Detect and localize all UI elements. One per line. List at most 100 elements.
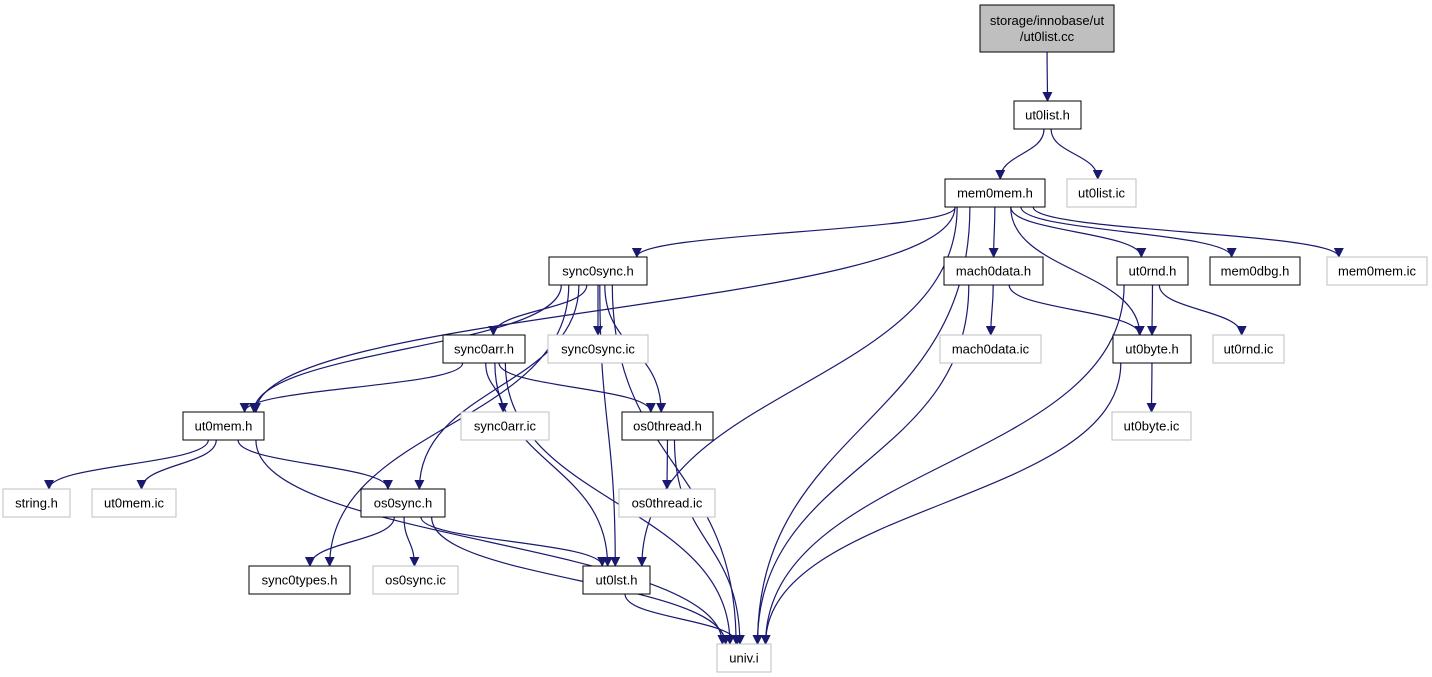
node-box (1013, 100, 1082, 130)
node-box (1326, 256, 1428, 286)
node-box (1066, 178, 1137, 208)
node-os0thread-h[interactable]: os0thread.h (621, 411, 714, 441)
node-label: ut0rnd.ic (1224, 342, 1274, 357)
node-mach0data-ic: mach0data.ic (939, 334, 1042, 364)
node-ut0lst-h[interactable]: ut0lst.h (582, 565, 651, 595)
node-mach0data-h[interactable]: mach0data.h (943, 256, 1044, 286)
node-string-h: string.h (2, 488, 71, 518)
edge-os0sync_h-to-os0sync_ic (403, 516, 420, 567)
edge-sync0sync_h-to-sync0arr_h (488, 284, 588, 336)
edge-ut0mem_h-to-os0sync_h (237, 439, 393, 490)
node-box (1212, 334, 1285, 364)
node-os0sync-ic: os0sync.ic (372, 565, 459, 595)
node-box (1112, 334, 1192, 364)
node-label: sync0sync.ic (561, 342, 635, 357)
node-box (547, 334, 649, 364)
node-box (944, 178, 1046, 208)
edge-mach0data_h-to-ut0byte_h (1008, 284, 1145, 336)
node-box (939, 334, 1042, 364)
node-label: os0sync.ic (385, 573, 446, 588)
node-label: mem0mem.ic (1338, 264, 1417, 279)
node-box (716, 643, 772, 673)
node-sync0arr-h[interactable]: sync0arr.h (442, 334, 526, 364)
edge-ut0lst_h-to-univ_i (624, 593, 743, 645)
node-box (943, 256, 1044, 286)
nodes-layer: storage/innobase/ut/ut0list.cc ut0list.h m… (2, 4, 1428, 673)
edge-sync0sync_h-to-ut0mem_h (248, 284, 562, 413)
edge-ut0mem_h-to-univ_i (255, 439, 728, 645)
node-label: mach0data.ic (952, 342, 1030, 357)
node-mem0mem-ic: mem0mem.ic (1326, 256, 1428, 286)
edge-sync0arr_h-to-sync0arr_ic (485, 362, 509, 413)
node-box (372, 565, 459, 595)
node-label: os0thread.ic (632, 496, 703, 511)
node-mem0mem-h[interactable]: mem0mem.h (944, 178, 1046, 208)
node-box (91, 488, 177, 518)
node-box (248, 565, 351, 595)
node-univ-i: univ.i (716, 643, 772, 673)
node-ut0byte-h[interactable]: ut0byte.h (1112, 334, 1192, 364)
edge-mach0data_h-to-mach0data_ic (985, 284, 996, 336)
node-mem0dbg-h[interactable]: mem0dbg.h (1209, 256, 1301, 286)
node-label: ut0rnd.h (1129, 264, 1177, 279)
edge-mach0data_h-to-univ_i (752, 284, 970, 645)
edge-mem0mem_h-to-ut0byte_h (1010, 206, 1145, 336)
node-box (548, 256, 648, 286)
edge-ut0rnd_h-to-univ_i (760, 284, 1125, 645)
node-label: mach0data.h (956, 264, 1031, 279)
node-box (1209, 256, 1301, 286)
edge-sync0sync_h-to-ut0lst_h (599, 284, 621, 567)
node-label: string.h (15, 496, 58, 511)
node-sync0arr-ic: sync0arr.ic (460, 411, 550, 441)
edges-layer (44, 51, 1344, 645)
node-ut0list-ic: ut0list.ic (1066, 178, 1137, 208)
node-label: ut0byte.h (1125, 342, 1179, 357)
edge-mem0mem_h-to-mem0mem_ic (1032, 206, 1344, 258)
node-box (582, 565, 651, 595)
edge-ut0list_h-to-mem0mem_h (995, 128, 1045, 180)
node-label: mem0mem.h (957, 186, 1033, 201)
node-ut0list-h[interactable]: ut0list.h (1013, 100, 1082, 130)
edge-os0thread_h-to-univ_i (673, 439, 745, 645)
node-box (618, 488, 716, 518)
node-label: os0thread.h (633, 419, 702, 434)
node-box (621, 411, 714, 441)
node-box (442, 334, 526, 364)
edge-ut0list_h-to-ut0list_ic (1050, 128, 1103, 180)
node-label: os0sync.h (374, 496, 433, 511)
edge-ut0mem_h-to-ut0mem_ic (136, 439, 217, 490)
node-box (182, 411, 265, 441)
edge-mem0mem_h-to-ut0rnd_h (1010, 206, 1147, 258)
node-os0sync-h[interactable]: os0sync.h (360, 488, 446, 518)
node-ut0byte-ic: ut0byte.ic (1111, 411, 1192, 441)
node-box (979, 4, 1115, 53)
edge-sync0sync_h-to-os0sync_h (414, 284, 580, 490)
node-ut0mem-h[interactable]: ut0mem.h (182, 411, 265, 441)
edge-ut0byte_h-to-univ_i (760, 362, 1122, 645)
node-label: ut0list.ic (1078, 186, 1125, 201)
node-label: ut0lst.h (596, 573, 638, 588)
node-os0thread-ic: os0thread.ic (618, 488, 716, 518)
node-ut0rnd-h[interactable]: ut0rnd.h (1116, 256, 1189, 286)
edge-mem0mem_h-to-sync0sync_h (632, 206, 956, 258)
node-label: /ut0list.cc (1020, 29, 1075, 44)
edge-sync0arr_h-to-ut0lst_h (494, 362, 613, 567)
node-box (360, 488, 446, 518)
node-root[interactable]: storage/innobase/ut/ut0list.cc (979, 4, 1115, 53)
edge-os0sync_h-to-sync0types_h (304, 516, 395, 567)
node-box (460, 411, 550, 441)
node-sync0types-h[interactable]: sync0types.h (248, 565, 351, 595)
node-label: sync0arr.ic (474, 419, 537, 434)
edge-mem0mem_h-to-ut0mem_h (250, 206, 956, 413)
edge-mem0mem_h-to-mem0dbg_h (1020, 206, 1237, 258)
edge-ut0mem_h-to-string_h (44, 439, 209, 490)
edge-os0sync_h-to-ut0lst_h (420, 516, 608, 567)
node-label: sync0types.h (262, 573, 338, 588)
node-sync0sync-ic: sync0sync.ic (547, 334, 649, 364)
node-box (1116, 256, 1189, 286)
node-sync0sync-h[interactable]: sync0sync.h (548, 256, 648, 286)
node-label: ut0byte.ic (1124, 419, 1180, 434)
edge-ut0rnd_h-to-ut0rnd_ic (1158, 284, 1247, 336)
node-label: ut0list.h (1025, 108, 1070, 123)
